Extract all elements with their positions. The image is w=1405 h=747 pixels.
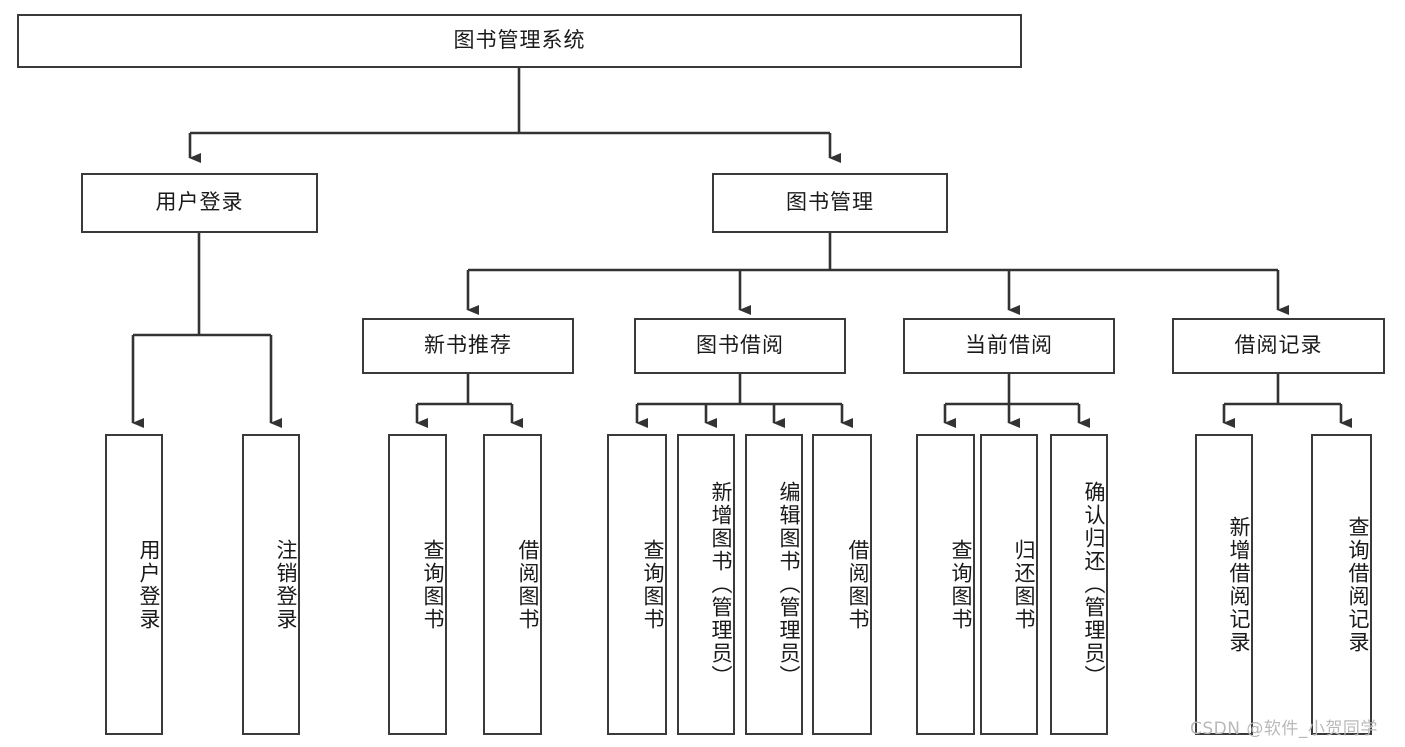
node-book-management[interactable]: 图书管理 [712,173,948,233]
leaf-borrow-borrow-book[interactable]: 借阅图书 [812,434,872,735]
node-book-borrow[interactable]: 图书借阅 [634,318,846,374]
leaf-record-add[interactable]: 新增借阅记录 [1195,434,1253,735]
leaf-user-login-signout[interactable]: 注销登录 [242,434,300,735]
node-root[interactable]: 图书管理系统 [17,14,1022,68]
leaf-new-book-borrow[interactable]: 借阅图书 [483,434,542,735]
leaf-current-confirm-return[interactable]: 确认归还（管理员） [1050,434,1108,735]
leaf-current-query[interactable]: 查询图书 [916,434,975,735]
leaf-borrow-query[interactable]: 查询图书 [607,434,667,735]
node-current-borrow[interactable]: 当前借阅 [903,318,1115,374]
leaf-new-book-query[interactable]: 查询图书 [388,434,447,735]
leaf-borrow-edit-book[interactable]: 编辑图书（管理员） [745,434,803,735]
watermark-text: CSDN @软件_小贺同学 [1190,719,1378,739]
node-new-book-recommend[interactable]: 新书推荐 [362,318,574,374]
leaf-borrow-add-book[interactable]: 新增图书（管理员） [677,434,735,735]
node-borrow-record[interactable]: 借阅记录 [1172,318,1385,374]
leaf-record-query[interactable]: 查询借阅记录 [1311,434,1372,735]
node-user-login[interactable]: 用户登录 [81,173,318,233]
leaf-current-return[interactable]: 归还图书 [980,434,1038,735]
leaf-user-login-signin[interactable]: 用户登录 [105,434,163,735]
